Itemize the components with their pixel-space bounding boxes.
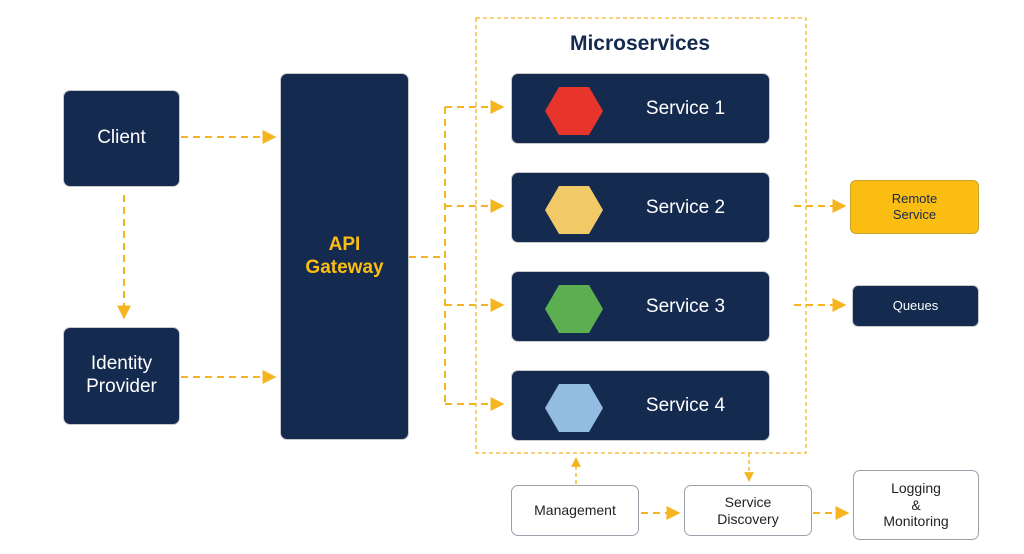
service-3-label: Service 3 [645,295,726,317]
logging-monitoring-label: Logging & Monitoring [883,479,949,530]
hexagon-shape [545,384,603,432]
service-discovery-label: Service Discovery [717,493,779,527]
identity-provider-node[interactable]: Identity Provider [63,327,180,425]
red-hexagon-icon [545,87,603,135]
hexagon-shape [545,186,603,234]
logging-monitoring-node[interactable]: Logging & Monitoring [853,470,979,540]
service-4-label: Service 4 [645,394,726,416]
blue-hexagon-icon [545,384,603,432]
microservices-container [475,17,807,454]
hexagon-shape [545,285,603,333]
remote-service-label: Remote Service [891,191,938,222]
service-discovery-node[interactable]: Service Discovery [684,485,812,536]
service-1-node[interactable]: Service 1 [511,73,770,144]
queues-node[interactable]: Queues [852,285,979,327]
queues-label: Queues [892,298,939,314]
hexagon-shape [545,87,603,135]
identity-provider-label: Identity Provider [86,353,157,397]
service-2-label: Service 2 [645,196,726,218]
green-hexagon-icon [545,285,603,333]
client-label: Client [97,127,146,149]
microservices-title: Microservices [569,32,711,55]
api-gateway-node[interactable]: API Gateway [280,73,409,440]
remote-service-node[interactable]: Remote Service [850,180,979,234]
service-4-node[interactable]: Service 4 [511,370,770,441]
management-label: Management [534,502,616,519]
yellow-hexagon-icon [545,186,603,234]
service-3-node[interactable]: Service 3 [511,271,770,342]
service-2-node[interactable]: Service 2 [511,172,770,243]
service-1-label: Service 1 [645,97,726,119]
management-node[interactable]: Management [511,485,639,536]
api-gateway-label: API Gateway [305,233,384,278]
client-node[interactable]: Client [63,90,180,187]
